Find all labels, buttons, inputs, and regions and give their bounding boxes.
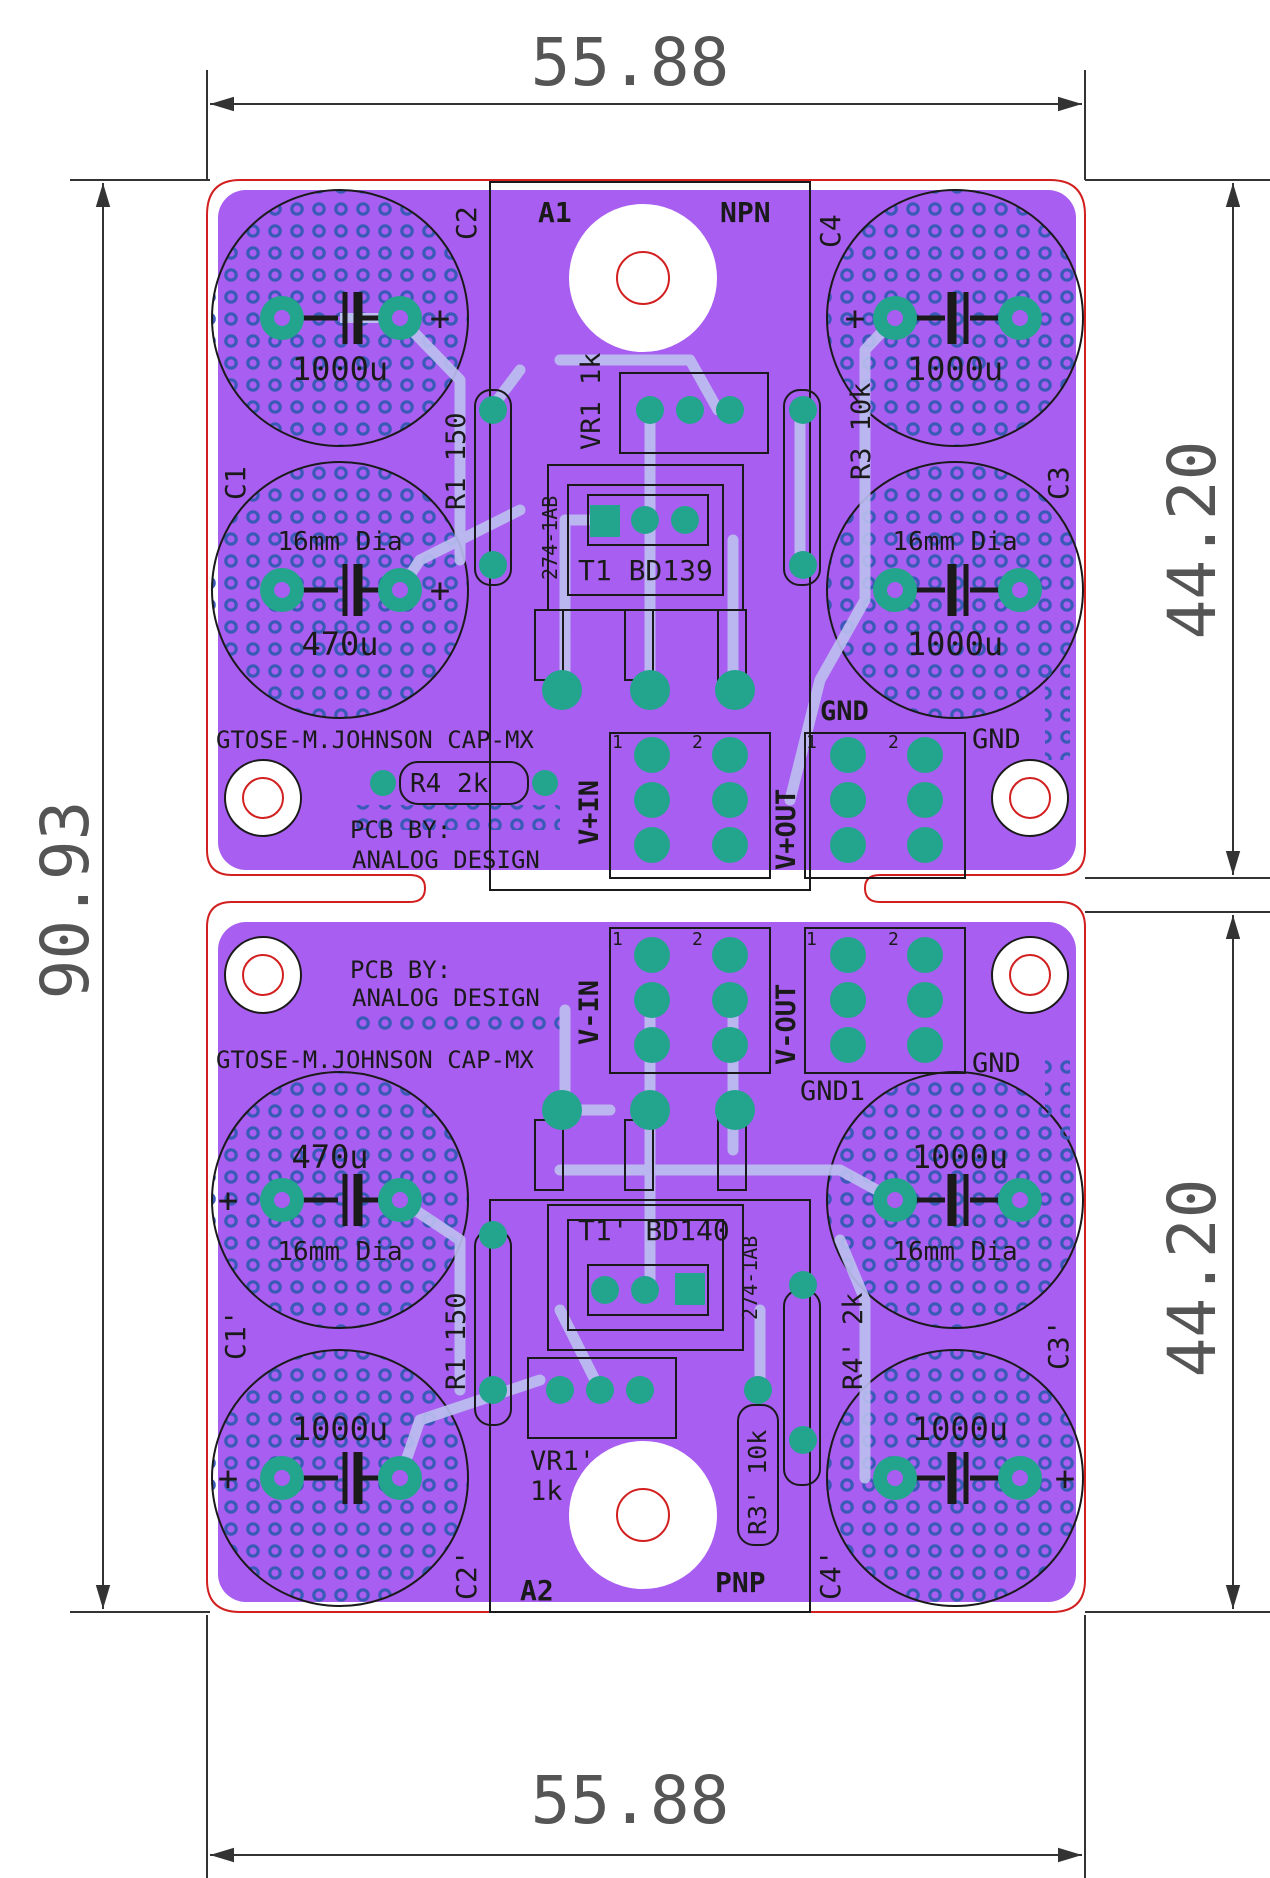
plus-sign: + (430, 299, 450, 339)
cap-c3-value: 1000u (907, 625, 1003, 663)
bottom-component-outlines (474, 927, 966, 1613)
label-c4: C4 (814, 214, 847, 248)
dimension-height-total: 90.93 (27, 801, 104, 1000)
label-vin: V-IN (574, 980, 605, 1045)
label-vr1p-b: 1k (530, 1476, 563, 1507)
top-pads (260, 296, 1042, 863)
label-gnd-right: GND (972, 724, 1021, 755)
label-vr1p-a: VR1' (530, 1446, 595, 1477)
label-t1: T1 BD139 (578, 554, 713, 587)
mount-hole (224, 759, 302, 837)
label-heatsink: 274-1AB (538, 496, 562, 580)
credit-line-2: ANALOG DESIGN (352, 984, 540, 1012)
pin-2: 2 (692, 732, 703, 753)
label-c2p: C2' (450, 1549, 483, 1600)
cap-c1p-footprint (211, 1071, 469, 1329)
cap-c2p-footprint (211, 1349, 469, 1607)
label-r3: R3 10k (846, 382, 877, 480)
label-a1: A1 (538, 196, 572, 229)
label-npn: NPN (720, 196, 771, 229)
label-r1p: R1'150 (441, 1292, 472, 1390)
pin-1: 1 (806, 732, 817, 753)
cap-c1p-value: 470u (291, 1138, 368, 1176)
bottom-pads (260, 937, 1042, 1500)
dimension-height-upper: 44.20 (1154, 441, 1231, 640)
label-c1: C1 (219, 466, 252, 500)
label-gnd: GND (820, 696, 869, 727)
label-vout: V+OUT (771, 789, 802, 870)
mount-hole (991, 759, 1069, 837)
dimension-width-bottom: 55.88 (531, 1762, 730, 1839)
pin-1: 1 (612, 732, 623, 753)
pin-1: 1 (806, 929, 817, 950)
credit-line-1: PCB BY: (350, 816, 451, 844)
plus-sign: + (218, 1459, 238, 1499)
cap-c1-footprint (211, 461, 469, 719)
pin-2: 2 (888, 732, 899, 753)
label-vout: V-OUT (771, 984, 802, 1065)
cap-c4p-value: 1000u (912, 1410, 1008, 1448)
plus-sign: + (218, 1181, 238, 1221)
board-title: GTOSE-M.JOHNSON CAP-MX (216, 726, 534, 754)
cap-c1p-dia: 16mm Dia (277, 1237, 402, 1267)
pin-2: 2 (888, 929, 899, 950)
top-board: A1 NPN C2 C4 C1 C3 1000u 16mm Dia 470u 1… (211, 181, 1084, 891)
board-title: GTOSE-M.JOHNSON CAP-MX (216, 1046, 534, 1074)
plus-sign: + (1055, 1459, 1075, 1499)
credit-line-2: ANALOG DESIGN (352, 846, 540, 874)
cap-c2-footprint (211, 189, 469, 447)
credit-line-1: PCB BY: (350, 956, 451, 984)
heatsink-hole (569, 1441, 717, 1589)
label-c3: C3 (1042, 466, 1075, 500)
cap-c2-value: 1000u (292, 350, 388, 388)
plus-sign: + (430, 571, 450, 611)
bottom-board: A2 PNP C1' C2' C3' C4' 470u 16mm Dia 100… (211, 922, 1084, 1613)
cap-c3-dia: 16mm Dia (892, 527, 1017, 557)
cap-c2p-value: 1000u (292, 1410, 388, 1448)
label-heatsink: 274-1AB (738, 1236, 762, 1320)
cap-c1-dia: 16mm Dia (277, 527, 402, 557)
cap-c1-value: 470u (301, 625, 378, 663)
dimension-height-lower: 44.20 (1154, 1179, 1231, 1378)
label-vin: V+IN (574, 780, 605, 845)
label-c3p: C3' (1042, 1319, 1075, 1370)
label-gnd1: GND1 (800, 1076, 865, 1107)
label-c4p: C4' (814, 1549, 847, 1600)
mount-hole (991, 936, 1069, 1014)
heatsink-hole (569, 204, 717, 352)
label-t1p: T1' BD140 (578, 1214, 730, 1247)
label-r4: R4 2k (410, 769, 489, 799)
dimension-lines (70, 70, 1270, 1878)
plus-sign: + (845, 299, 865, 339)
label-r3p: R3' 10k (743, 1430, 772, 1535)
label-pnp: PNP (715, 1566, 766, 1599)
cap-c3p-value: 1000u (912, 1138, 1008, 1176)
dimension-width-top: 55.88 (531, 24, 730, 101)
pin-2: 2 (692, 929, 703, 950)
label-a2: A2 (520, 1574, 554, 1607)
board-outline (206, 179, 1086, 1613)
mount-hole (224, 936, 302, 1014)
label-c2: C2 (450, 206, 483, 240)
cap-c3p-dia: 16mm Dia (892, 1237, 1017, 1267)
pin-1: 1 (612, 929, 623, 950)
label-c1p: C1' (219, 1309, 252, 1360)
label-gnd: GND (972, 1048, 1021, 1079)
label-r1: R1 150 (441, 412, 472, 510)
label-r4p: R4' 2k (838, 1292, 869, 1390)
cap-c4-value: 1000u (907, 350, 1003, 388)
label-vr1: VR1 1k (576, 352, 607, 450)
